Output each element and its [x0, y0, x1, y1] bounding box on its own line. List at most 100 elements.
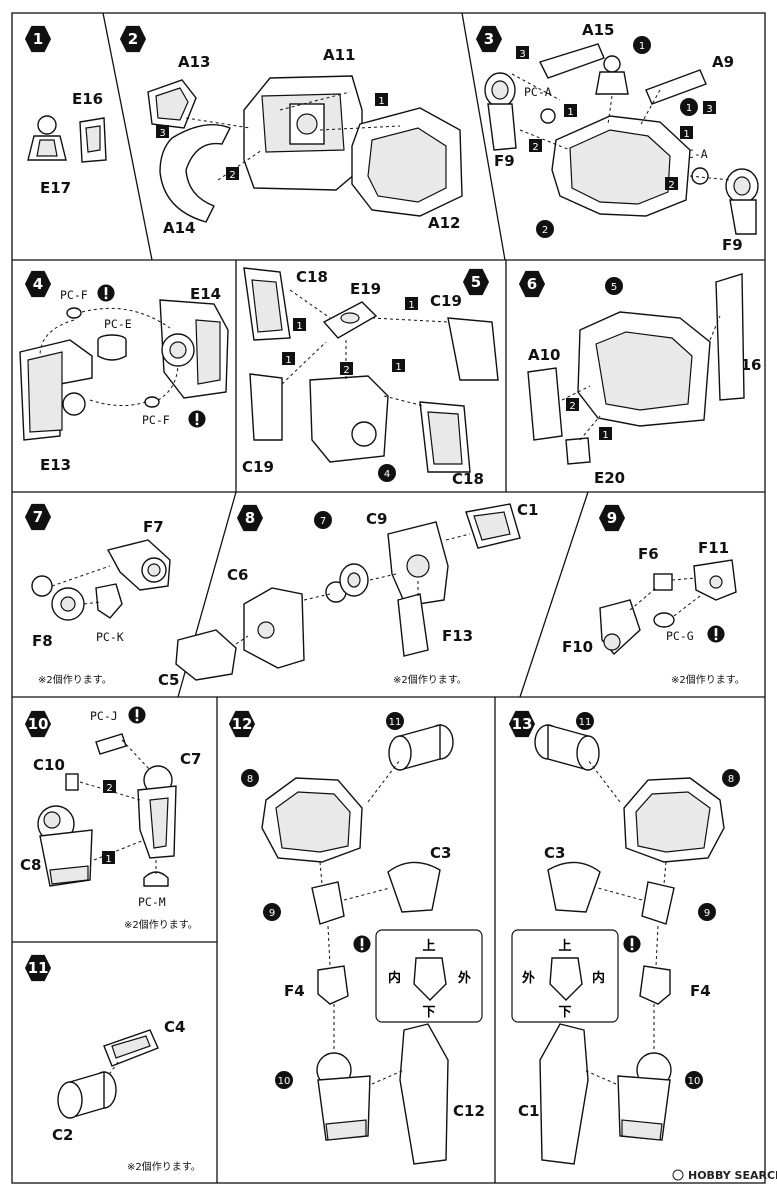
assembly-line: [663, 861, 667, 885]
svg-text:2: 2: [532, 142, 538, 153]
assembly-line: [289, 289, 331, 319]
assembly-line: [185, 117, 251, 129]
pc-a-shape: [691, 167, 709, 185]
svg-text:2: 2: [569, 401, 575, 412]
part-label-e17: E17: [40, 179, 71, 197]
assembly-line: [93, 839, 145, 861]
part-f13-shape: [397, 593, 429, 657]
part-c18-top-shape: [243, 267, 291, 341]
part-f7-shape: [106, 539, 171, 591]
part-a15-shape: [539, 43, 605, 79]
part-a12-shape: [351, 107, 463, 217]
step-5-number: 5: [462, 268, 490, 296]
part-label-c4: C4: [164, 1018, 185, 1036]
subassembly-4-shape: [309, 375, 389, 463]
svg-text:1: 1: [686, 103, 692, 114]
step-7-number: 7: [24, 503, 52, 531]
direction-down: 下: [422, 1005, 435, 1020]
order-badge: 1: [564, 104, 577, 118]
part-label-c8: C8: [20, 856, 41, 874]
assembly-line: [107, 1061, 119, 1077]
step-2-number: 2: [119, 25, 147, 53]
step-2-panel: 2 A13 A11 A14 A12 1 2 3: [119, 25, 463, 237]
step-6-panel: 6 A10 A16 E20 1 2 5: [518, 270, 761, 487]
part-c2-shape: [57, 1071, 117, 1119]
subassembly-5-shape: [577, 311, 711, 427]
step-8-panel: 8 C9 C1 C6 F13 C5 ※2個作ります。: [158, 501, 538, 689]
svg-text:3: 3: [484, 30, 494, 48]
pc-j-shape: [95, 733, 127, 755]
svg-text:3: 3: [706, 104, 712, 115]
part-f9-right-shape: [725, 168, 759, 235]
direction-in: 内: [388, 970, 401, 986]
part-e17-sub-shape: [595, 55, 629, 95]
subassembly-ref-10: 10: [685, 1071, 703, 1089]
warning-icon: [707, 625, 725, 643]
part-c19-left-shape: [249, 373, 283, 441]
svg-text:6: 6: [527, 275, 537, 293]
direction-up: 上: [558, 939, 571, 954]
pc-label-pck: PC-K: [96, 630, 124, 644]
watermark: HOBBY SEARCH: [672, 1169, 777, 1182]
subassembly-8-shape: [261, 777, 363, 863]
subassembly-ref-9: 9: [698, 903, 716, 921]
pc-g-shape: [653, 612, 675, 628]
subassembly-ref-8: 8: [722, 769, 740, 787]
note-make-two: ※2個作ります。: [124, 918, 198, 931]
pc-f-shape: [144, 396, 160, 408]
pc-label-pcf-2: PC-F: [142, 413, 170, 427]
pc-a-shape: [540, 108, 556, 124]
direction-out: 外: [521, 970, 535, 986]
direction-box: 上 下 外 内: [511, 929, 619, 1023]
part-f9-left-shape: [484, 72, 517, 151]
part-label-e16: E16: [72, 90, 103, 108]
part-c8-shape: [37, 805, 93, 887]
part-c7-shape: [137, 765, 177, 859]
assembly-line: [587, 759, 621, 803]
order-badge: 3: [156, 125, 169, 139]
order-badge: 1: [102, 851, 115, 865]
pc-label-pcg: PC-G: [666, 629, 694, 643]
assembly-line: [583, 1069, 617, 1085]
part-label-c6: C6: [227, 566, 248, 584]
part-label-c7: C7: [180, 750, 201, 768]
step-13-number: 13: [508, 710, 536, 738]
assembly-line: [673, 595, 701, 617]
part-label-f10: F10: [562, 638, 593, 656]
subassembly-11-shape: [534, 724, 600, 771]
order-badge: 2: [103, 780, 116, 794]
pc-m-shape: [143, 871, 169, 887]
part-c12-shape: [539, 1023, 589, 1165]
assembly-line: [445, 533, 471, 541]
order-badge: 2: [529, 139, 542, 153]
part-f4-shape: [639, 965, 671, 1005]
part-label-a11: A11: [323, 46, 355, 64]
direction-box: 上 下 内 外: [375, 929, 483, 1023]
part-label-c1: C1: [517, 501, 538, 519]
assembly-line: [639, 89, 661, 127]
order-badge: 1: [375, 93, 388, 107]
warning-icon: [128, 706, 146, 724]
part-label-a14: A14: [163, 219, 195, 237]
svg-text:13: 13: [512, 715, 533, 733]
warning-icon: [188, 410, 206, 428]
subassembly-ref-9: 9: [263, 903, 281, 921]
part-label-a12: A12: [428, 214, 460, 232]
assembly-line: [281, 341, 327, 385]
assembly-line: [89, 399, 147, 406]
part-e17-shape: [27, 115, 67, 161]
assembly-line: [671, 577, 697, 581]
assembly-line: [83, 601, 101, 605]
svg-text:11: 11: [579, 717, 592, 728]
svg-text:11: 11: [28, 959, 49, 977]
part-label-c19-left: C19: [242, 458, 274, 476]
svg-text:2: 2: [229, 170, 235, 181]
svg-text:1: 1: [567, 107, 573, 118]
subassembly-ref-1: 1: [633, 36, 651, 54]
part-label-a10: A10: [528, 346, 560, 364]
part-label-c3: C3: [430, 844, 451, 862]
assembly-line: [51, 565, 111, 587]
order-badge: 3: [703, 101, 716, 115]
part-label-c18-bottom: C18: [452, 470, 484, 488]
step-1-number: 1: [24, 25, 52, 53]
